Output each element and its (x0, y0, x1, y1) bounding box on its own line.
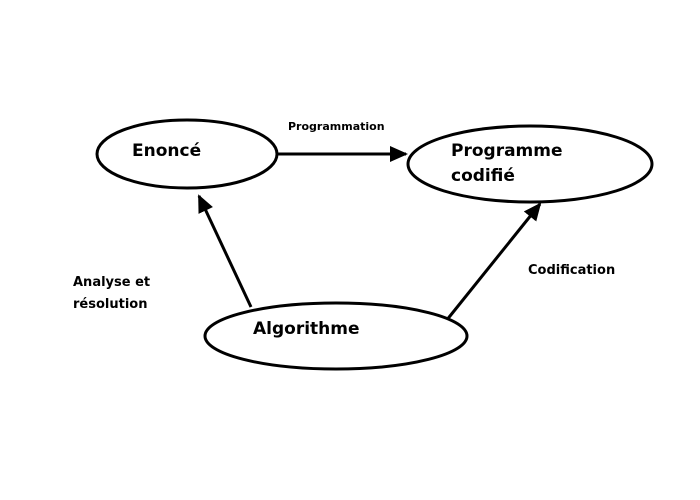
node-programme-label-line2: codifié (451, 166, 515, 186)
edge-codification-label: Codification (528, 263, 615, 278)
arrow-analyse (197, 194, 253, 308)
node-algorithme-label: Algorithme (253, 319, 360, 339)
node-algorithme (203, 301, 469, 371)
edge-analyse-label-line1: Analyse et (73, 275, 150, 290)
node-programme (406, 124, 654, 204)
node-programme-label-line1: Programme (451, 141, 563, 161)
edge-analyse-label-line2: résolution (73, 297, 147, 312)
edge-programmation-label: Programmation (288, 120, 385, 133)
node-enonce-label: Enoncé (132, 141, 201, 161)
node-enonce (95, 118, 279, 190)
arrow-codification (444, 202, 542, 322)
